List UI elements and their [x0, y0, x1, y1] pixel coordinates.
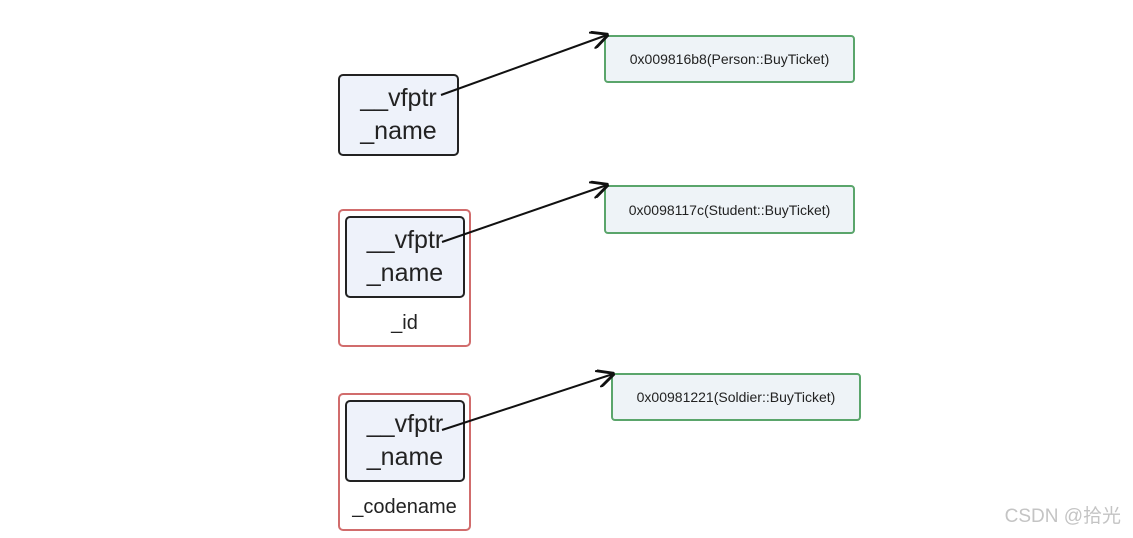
person-vfptr-arrow [440, 35, 607, 96]
vtable-entry-label: 0x00981221(Soldier::BuyTicket) [636, 389, 836, 405]
person-object-box: __vfptr _name [338, 74, 459, 156]
soldier-vfptr-arrow [441, 374, 613, 431]
watermark: CSDN @拾光 [1004, 506, 1121, 527]
soldier-base-subobject-box: __vfptr _name [345, 400, 465, 482]
student-base-subobject-box: __vfptr _name [345, 216, 465, 298]
vfptr-label: __vfptr [366, 226, 444, 254]
soldier-vtable-box: 0x00981221(Soldier::BuyTicket) [611, 373, 861, 421]
student-vfptr-arrow [441, 185, 607, 243]
name-field-label: _name [366, 259, 444, 287]
name-field-label: _name [366, 443, 444, 471]
name-field-label: _name [360, 117, 437, 145]
vfptr-label: __vfptr [360, 84, 437, 112]
vtable-entry-label: 0x009816b8(Person::BuyTicket) [629, 51, 830, 67]
student-vtable-box: 0x0098117c(Student::BuyTicket) [604, 185, 855, 234]
id-field-label: _id [391, 312, 418, 334]
vtable-entry-label: 0x0098117c(Student::BuyTicket) [628, 201, 831, 218]
vfptr-label: __vfptr [366, 410, 444, 438]
codename-field-label: _codename [352, 496, 457, 518]
person-vtable-box: 0x009816b8(Person::BuyTicket) [604, 35, 855, 83]
